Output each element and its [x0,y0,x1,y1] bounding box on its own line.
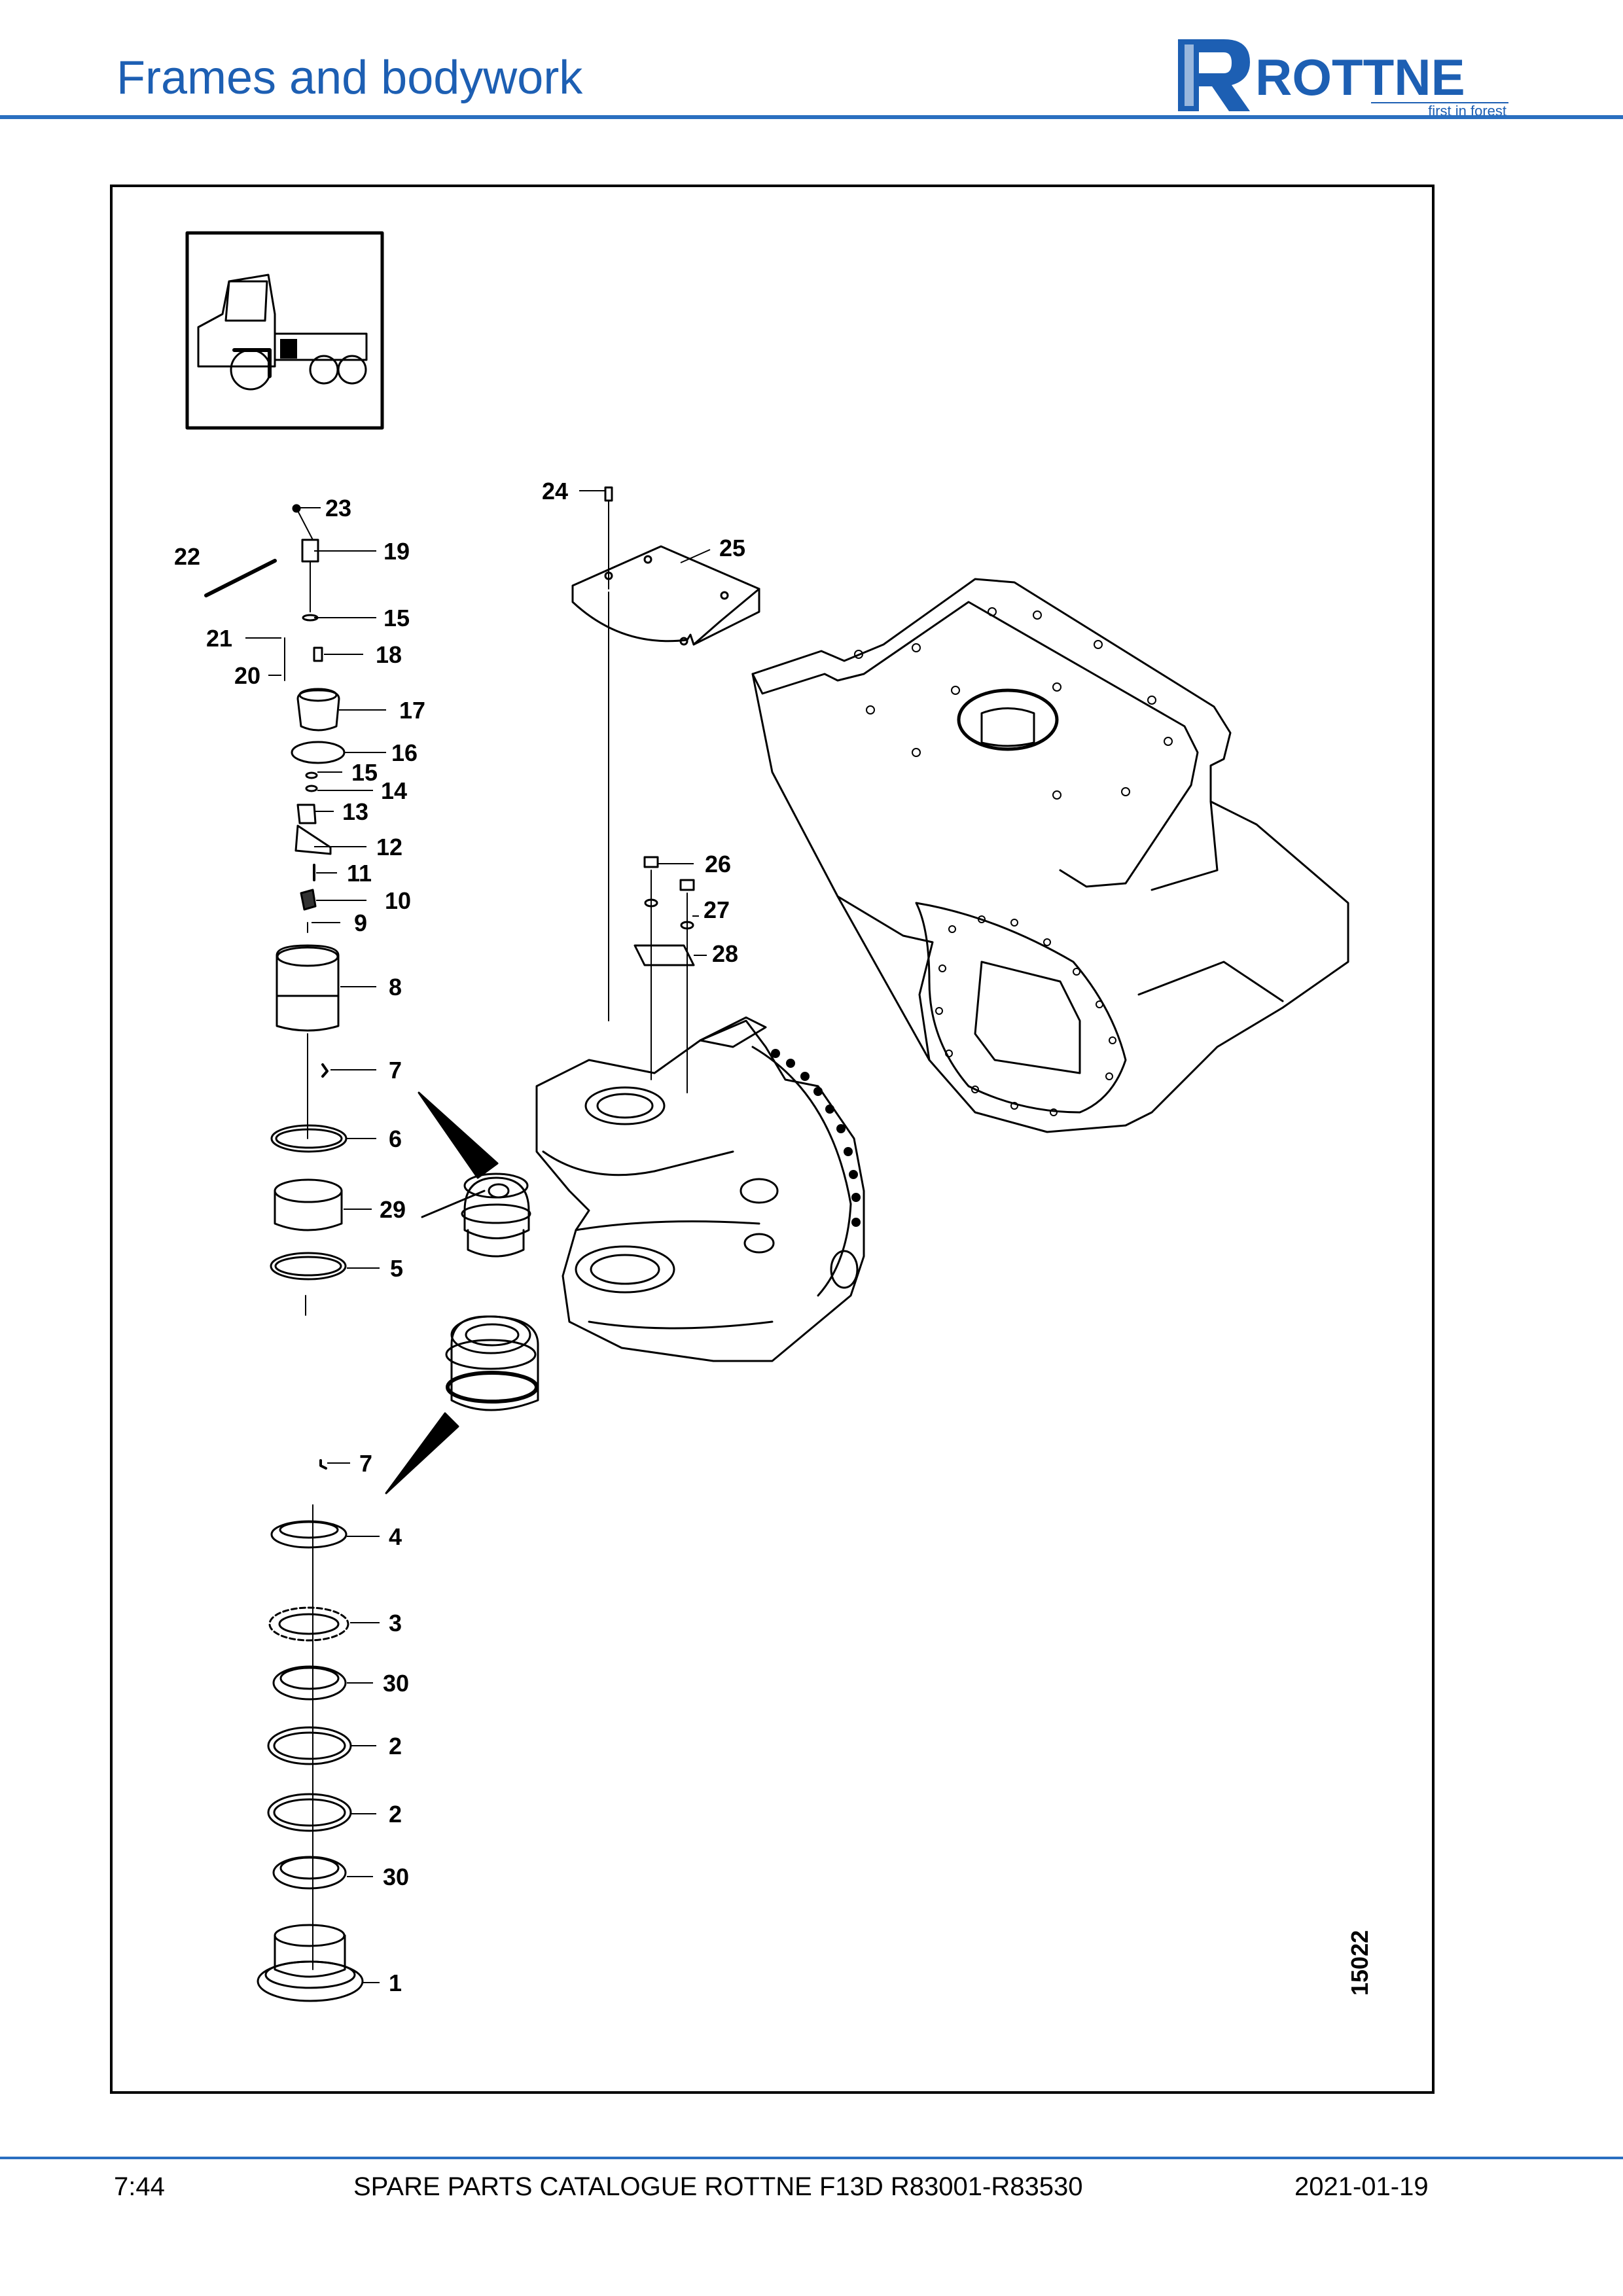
callout-27: 27 [704,896,730,923]
publication-date: 2021-01-19 [1294,2172,1429,2201]
callout-23: 23 [325,495,351,521]
catalogue-title: SPARE PARTS CATALOGUE ROTTNE F13D R83001… [353,2172,1083,2201]
callout-13: 13 [342,798,368,825]
page-number: 7:44 [114,2172,165,2201]
callout-29: 29 [380,1196,406,1223]
callout-2b: 2 [389,1801,402,1828]
callout-24: 24 [542,478,568,504]
brand-name: ROTTNE [1255,48,1465,106]
callout-28: 28 [712,940,738,967]
callout-leaders [245,490,711,1983]
callout-19: 19 [383,538,410,565]
callout-21: 21 [206,625,232,652]
callout-25: 25 [719,535,745,561]
callout-7: 7 [389,1057,402,1084]
callout-7b: 7 [359,1450,372,1477]
drawing-number: 15022 [1346,1930,1373,1996]
callout-22: 22 [174,543,200,570]
callout-16: 16 [391,739,418,766]
figure-frame [110,185,1435,2094]
callout-14: 14 [381,777,407,804]
callout-11: 11 [347,860,372,887]
callout-10: 10 [385,887,411,914]
machine-locator-thumbnail [185,231,384,430]
callout-8: 8 [389,974,402,1000]
page-title: Frames and bodywork [116,52,583,104]
callout-15: 15 [383,605,410,631]
callout-3: 3 [389,1610,402,1636]
callout-4: 4 [389,1523,402,1550]
callout-30b: 30 [383,1863,409,1890]
mounting-plate [571,486,760,1093]
articulation-joint-frame [535,1016,865,1362]
callout-9: 9 [354,910,367,936]
callout-26: 26 [705,851,731,877]
rottne-r-emblem-icon [1178,39,1250,111]
brand-tagline: first in forest [1428,103,1507,118]
callout-labels: 23 22 19 15 21 18 20 17 16 15 14 13 12 1… [174,478,745,1996]
callout-2: 2 [389,1733,402,1759]
bearing-assemblies [385,1091,539,1494]
footer-rule [0,2157,1623,2159]
header-rule [0,115,1623,119]
front-frame-section [751,578,1349,1133]
left-lower-exploded-parts [257,1459,364,2002]
callout-20: 20 [234,662,260,689]
callout-15b: 15 [351,759,378,786]
callout-17: 17 [399,697,425,724]
rottne-logo: ROTTNE first in forest [1178,39,1508,118]
callout-18: 18 [376,641,402,668]
callout-5: 5 [390,1255,403,1282]
left-upper-exploded-parts [204,504,348,1316]
callout-30: 30 [383,1670,409,1697]
callout-6: 6 [389,1125,402,1152]
callout-1: 1 [389,1969,402,1996]
callout-12: 12 [376,834,402,860]
